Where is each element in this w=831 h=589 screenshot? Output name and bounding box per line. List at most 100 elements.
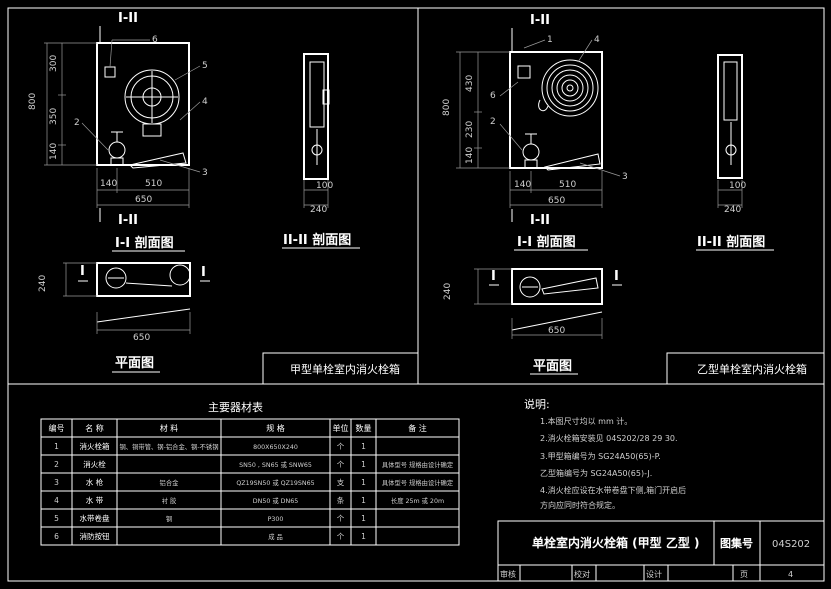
notes-line-4: 乙型箱编号为 SG24A50(65)-J. — [540, 468, 652, 478]
left-dim-100: 100 — [316, 181, 333, 191]
table-cell: 个 — [337, 514, 345, 523]
left-plan-mark-left: I — [80, 264, 85, 279]
left-dim-300: 300 — [49, 55, 59, 72]
right-dim-plan-240: 240 — [443, 283, 453, 300]
right-panel: I-II 800 430 230 140 — [442, 13, 825, 385]
notes-line-6: 方向应同时符合规定。 — [540, 500, 620, 510]
right-plan-mark-left: I — [491, 269, 496, 284]
right-fire-button — [517, 65, 531, 79]
table-cell: 水 枪 — [86, 477, 104, 487]
table-cell: 具体型号 规格由设计确定 — [382, 478, 454, 487]
left-dim-140: 140 — [100, 179, 117, 189]
right-dim-140: 140 — [514, 180, 531, 190]
left-dim-650: 650 — [135, 195, 152, 205]
title-block-atlas-number: 04S202 — [772, 539, 810, 550]
table-cell: 6 — [54, 532, 59, 541]
title-block-frame — [497, 520, 825, 582]
table-cell: 个 — [337, 442, 345, 451]
table-cell: 1 — [361, 478, 366, 487]
right-title-box — [666, 352, 825, 385]
left-dim-800: 800 — [28, 93, 38, 110]
table-header-cell: 规 格 — [266, 423, 285, 433]
table-cell: 具体型号 规格由设计确定 — [382, 460, 454, 469]
title-block-main: 单栓室内消火栓箱 (甲型 乙型 ) — [532, 535, 700, 550]
left-callout-5: 5 — [202, 61, 208, 71]
table-cell: 铝合金 — [160, 478, 180, 487]
table-cell: 1 — [361, 532, 366, 541]
table-header-cell: 数量 — [356, 423, 372, 433]
table-header-cell: 编号 — [49, 423, 65, 433]
left-callout-4: 4 — [202, 97, 208, 107]
right-caption-section-1: I-I 剖面图 — [517, 234, 576, 250]
title-block-check: 校对 — [574, 569, 590, 579]
right-callout-1: 1 — [547, 35, 553, 45]
title-block-atlas-label: 图集号 — [720, 536, 753, 550]
table-cell: 钢、铜带管、钢-铝合金、钢-不锈钢 — [120, 442, 219, 451]
title-block-review: 审核 — [500, 569, 516, 579]
right-section-mark-top: I-II — [530, 13, 550, 28]
left-title-box — [262, 352, 419, 385]
left-title-text: 甲型单栓室内消火栓箱 — [290, 362, 400, 376]
notes-line-2: 2.消火栓箱安装见 04S202/28 29 30. — [540, 433, 678, 443]
table-cell: 水 带 — [86, 495, 104, 505]
left-dim-240: 240 — [310, 205, 327, 215]
left-callout-3: 3 — [202, 168, 208, 178]
table-header-cell: 名 称 — [85, 423, 104, 433]
table-cell: 5 — [54, 514, 59, 523]
table-cell: 个 — [337, 460, 345, 469]
left-plan-door-swing — [96, 308, 191, 323]
left-callout-6: 6 — [152, 35, 158, 45]
notes-title: 说明: — [524, 397, 550, 411]
right-hydrant-valve — [522, 143, 540, 161]
right-caption-section-2: II-II 剖面图 — [697, 234, 765, 250]
right-plan-mark-right: I — [614, 269, 619, 284]
left-caption-section-1: I-I 剖面图 — [115, 235, 174, 251]
right-caption-plan: 平面图 — [533, 359, 572, 374]
right-dim-plan-650: 650 — [548, 326, 565, 336]
left-dim-plan-650: 650 — [133, 333, 150, 343]
table-header-cell: 备 注 — [408, 423, 427, 433]
left-nozzle — [129, 152, 187, 169]
table-cell: 1 — [361, 496, 366, 505]
notes-line-3: 3.甲型箱编号为 SG24A50(65)-P. — [540, 451, 661, 461]
left-dim-350: 350 — [49, 108, 59, 125]
left-dim-plan-240: 240 — [38, 275, 48, 292]
table-cell: 条 — [337, 495, 345, 505]
left-fire-button — [104, 66, 116, 78]
table-cell: 3 — [54, 478, 59, 487]
right-plan-view — [511, 268, 603, 305]
drawing-frame — [7, 7, 825, 582]
notes-line-5: 4.消火栓应设在水带卷盘下侧,箱门开启后 — [540, 485, 686, 495]
title-block: 单栓室内消火栓箱 (甲型 乙型 ) 图集号 04S202 审核 校对 设计 页 … — [497, 520, 825, 582]
notes: 说明: 1.本图尺寸均以 mm 计。 2.消火栓箱安装见 04S202/28 2… — [524, 397, 686, 510]
right-cabinet-front — [509, 51, 603, 169]
notes-line-1: 1.本图尺寸均以 mm 计。 — [540, 416, 632, 426]
table-cell: QZ19SN50 或 QZ19SN65 — [236, 478, 314, 487]
right-dim-140v: 140 — [465, 147, 475, 164]
table-cell: 消火栓 — [83, 459, 106, 469]
right-callout-2: 2 — [490, 117, 496, 127]
right-title-text: 乙型单栓室内消火栓箱 — [697, 362, 807, 376]
left-dim-510: 510 — [145, 179, 162, 189]
table-cell: 水带卷盘 — [80, 513, 110, 523]
table-cell: 长度 25m 或 20m — [391, 496, 444, 505]
right-callout-6: 6 — [490, 91, 496, 101]
right-dim-100: 100 — [729, 181, 746, 191]
right-nozzle — [544, 153, 601, 171]
table-cell: SN50 , SN65 或 SNW65 — [239, 460, 312, 469]
table-cell: 消防按钮 — [80, 531, 110, 541]
left-section-mark-top: I-II — [118, 11, 138, 26]
left-callout-2: 2 — [74, 118, 80, 128]
right-dim-240: 240 — [724, 205, 741, 215]
title-block-design: 设计 — [646, 569, 662, 579]
left-plan-view — [96, 262, 191, 297]
table-cell: 消火栓箱 — [80, 441, 110, 451]
table-cell: 800X650X240 — [253, 444, 298, 451]
left-side-view — [303, 53, 329, 180]
right-side-view — [717, 54, 743, 179]
right-callout-3: 3 — [622, 172, 628, 182]
right-dim-230: 230 — [465, 121, 475, 138]
table-cell: 1 — [361, 514, 366, 523]
